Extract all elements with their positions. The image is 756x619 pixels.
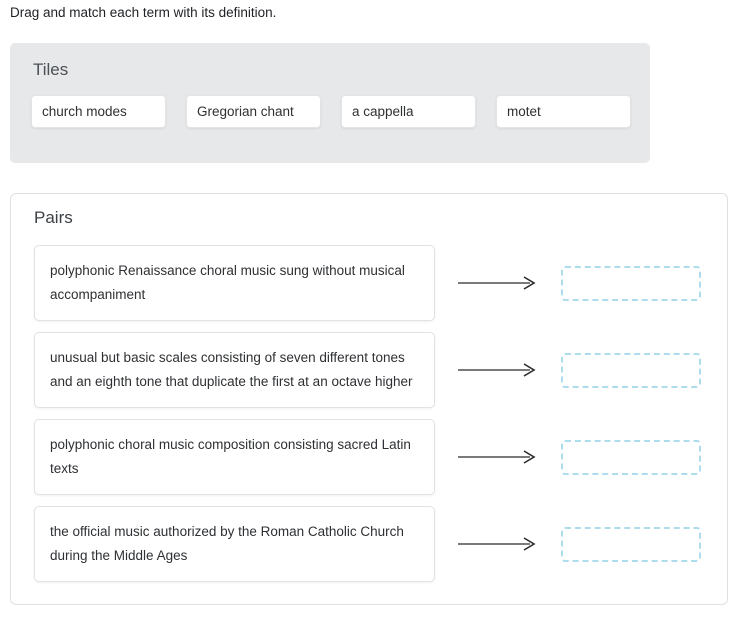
- arrow-right-icon: [435, 442, 561, 472]
- definition-text: unusual but basic scales consisting of s…: [34, 332, 435, 408]
- dropzone[interactable]: [561, 352, 701, 388]
- tile-a-cappella[interactable]: a cappella: [341, 95, 476, 128]
- instruction-text: Drag and match each term with its defini…: [10, 5, 277, 20]
- pair-row: polyphonic Renaissance choral music sung…: [34, 245, 706, 321]
- pair-row: unusual but basic scales consisting of s…: [34, 332, 706, 408]
- pair-row: the official music authorized by the Rom…: [34, 506, 706, 582]
- dropzone[interactable]: [561, 526, 701, 562]
- tile-church-modes[interactable]: church modes: [31, 95, 166, 128]
- pairs-list: polyphonic Renaissance choral music sung…: [34, 245, 706, 593]
- tile-gregorian-chant[interactable]: Gregorian chant: [186, 95, 321, 128]
- definition-text: the official music authorized by the Rom…: [34, 506, 435, 582]
- tiles-list: church modes Gregorian chant a cappella …: [31, 95, 631, 128]
- pairs-panel: Pairs polyphonic Renaissance choral musi…: [10, 193, 728, 605]
- definition-text: polyphonic choral music composition cons…: [34, 419, 435, 495]
- tiles-panel: Tiles church modes Gregorian chant a cap…: [10, 43, 650, 163]
- tile-motet[interactable]: motet: [496, 95, 631, 128]
- arrow-right-icon: [435, 529, 561, 559]
- pairs-heading: Pairs: [34, 208, 73, 227]
- arrow-right-icon: [435, 355, 561, 385]
- tiles-heading: Tiles: [33, 60, 69, 79]
- definition-text: polyphonic Renaissance choral music sung…: [34, 245, 435, 321]
- arrow-right-icon: [435, 268, 561, 298]
- pair-row: polyphonic choral music composition cons…: [34, 419, 706, 495]
- dropzone[interactable]: [561, 439, 701, 475]
- dropzone[interactable]: [561, 265, 701, 301]
